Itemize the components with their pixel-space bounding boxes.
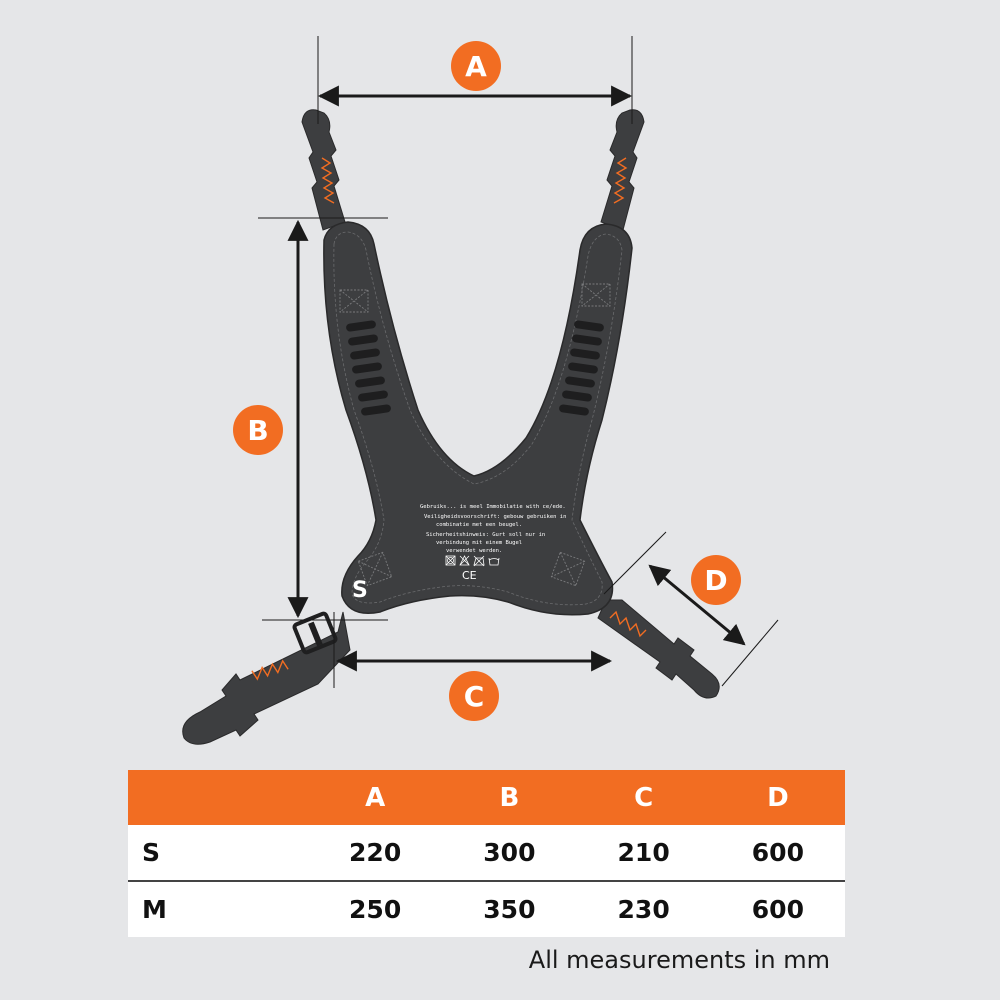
stitch-patch-bottom-left-icon <box>357 551 393 587</box>
badge-b: B <box>233 405 283 455</box>
right-bottom-strap <box>597 599 720 699</box>
badge-c-label: C <box>464 680 485 713</box>
badge-a-label: A <box>465 50 487 83</box>
label-line-4: Sicherheitshinweis: Gurt soll nur in <box>426 532 545 538</box>
dimension-a: A <box>317 36 633 124</box>
label-line-6: verwendet werden. <box>446 548 502 554</box>
label-line-1: Gebruiks... is meel Immobilatie with ce/… <box>420 504 566 510</box>
cell-value: 600 <box>710 825 845 881</box>
stitch-patch-top-right-icon <box>581 283 611 307</box>
table-row: M 250 350 230 600 <box>128 880 845 937</box>
badge-a: A <box>451 41 501 91</box>
left-top-strap <box>301 109 346 231</box>
dimension-c: C <box>333 612 613 721</box>
header-cell-c: C <box>576 770 711 825</box>
right-vent-slots <box>559 320 604 416</box>
no-bleach-icon <box>459 555 470 566</box>
header-cell-size <box>128 770 308 825</box>
left-bottom-strap <box>182 611 351 745</box>
care-symbols <box>445 555 500 567</box>
harness-body <box>323 221 633 616</box>
header-cell-a: A <box>308 770 443 825</box>
badge-d-label: D <box>704 564 727 597</box>
badge-d: D <box>691 555 741 605</box>
cell-value: 600 <box>710 880 845 937</box>
no-iron-icon <box>473 555 485 567</box>
row-size-label: M <box>128 880 308 937</box>
header-cell-b: B <box>442 770 577 825</box>
header-cell-d: D <box>710 770 845 825</box>
stitch-patch-bottom-right-icon <box>550 551 586 587</box>
label-line-3: combinatie met een beugel. <box>436 522 522 528</box>
no-tumble-dry-icon <box>445 555 456 566</box>
dimension-d: D <box>603 531 779 687</box>
harness-dimension-diagram: Gebruiks... is meel Immobilatie with ce/… <box>182 36 779 745</box>
right-top-strap <box>600 109 645 231</box>
badge-c: C <box>449 671 499 721</box>
label-line-2: Veiligheidsvoorschrift: gebouw gebruiken… <box>424 514 566 520</box>
cell-value: 250 <box>308 880 443 937</box>
cell-value: 210 <box>576 825 711 881</box>
size-table: A B C D S 220 300 210 600 M 250 350 230 … <box>128 770 845 937</box>
stitch-patch-top-left-icon <box>339 289 369 313</box>
table-header-row: A B C D <box>128 770 845 825</box>
cell-value: 220 <box>308 825 443 881</box>
badge-b-label: B <box>247 414 268 447</box>
cell-value: 300 <box>442 825 577 881</box>
wash-symbol-icon <box>488 557 500 566</box>
label-line-5: verbindung mit einem Bugel <box>436 540 522 546</box>
size-marker: S <box>352 578 368 603</box>
row-size-label: S <box>128 825 308 881</box>
table-row: S 220 300 210 600 <box>128 825 845 881</box>
care-label: Gebruiks... is meel Immobilatie with ce/… <box>420 504 566 582</box>
left-vent-slots <box>346 320 391 416</box>
cell-value: 350 <box>442 880 577 937</box>
buckle-icon <box>292 611 338 655</box>
dimension-b: B <box>233 217 388 621</box>
ce-mark: CE <box>462 569 477 582</box>
cell-value: 230 <box>576 880 711 937</box>
measurement-unit-note: All measurements in mm <box>528 946 830 974</box>
